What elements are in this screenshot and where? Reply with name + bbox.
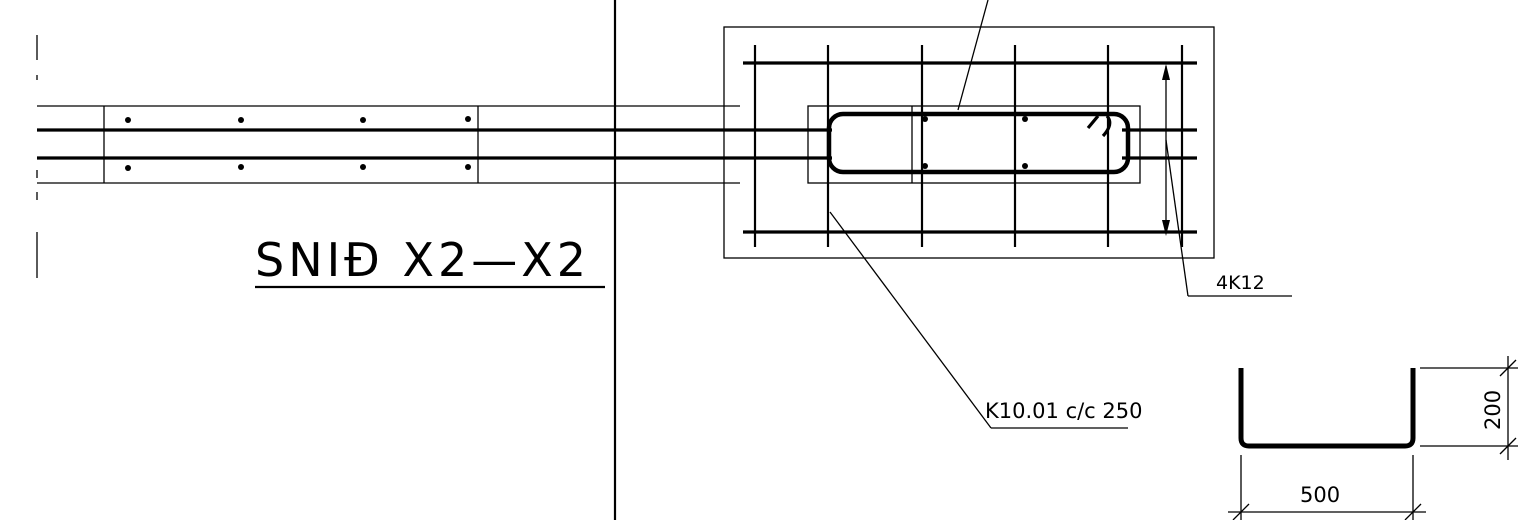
- bending-shape: 200 500: [1228, 356, 1518, 520]
- beam-outline: [807, 105, 1141, 184]
- shape-width-dimension: 500: [1300, 483, 1340, 507]
- section-title: SNIĐ X2—X2: [255, 233, 590, 287]
- main-bar-callout: 4K12: [1162, 64, 1292, 297]
- cross-section-view: 4K12 K10.01 c/c 250 200 500: [723, 0, 1518, 520]
- stirrup-label: K10.01 c/c 250: [985, 399, 1143, 423]
- shape-height-dimension: 200: [1481, 390, 1505, 430]
- stirrup-bar-dots: [125, 116, 471, 171]
- section-x2-x2-view: SNIĐ X2—X2: [36, 35, 832, 289]
- stirrup-callout: K10.01 c/c 250: [829, 211, 1143, 429]
- main-bar-label: 4K12: [1216, 272, 1265, 294]
- concrete-block-outline: [723, 26, 1215, 259]
- stirrup-shape: [826, 111, 1131, 175]
